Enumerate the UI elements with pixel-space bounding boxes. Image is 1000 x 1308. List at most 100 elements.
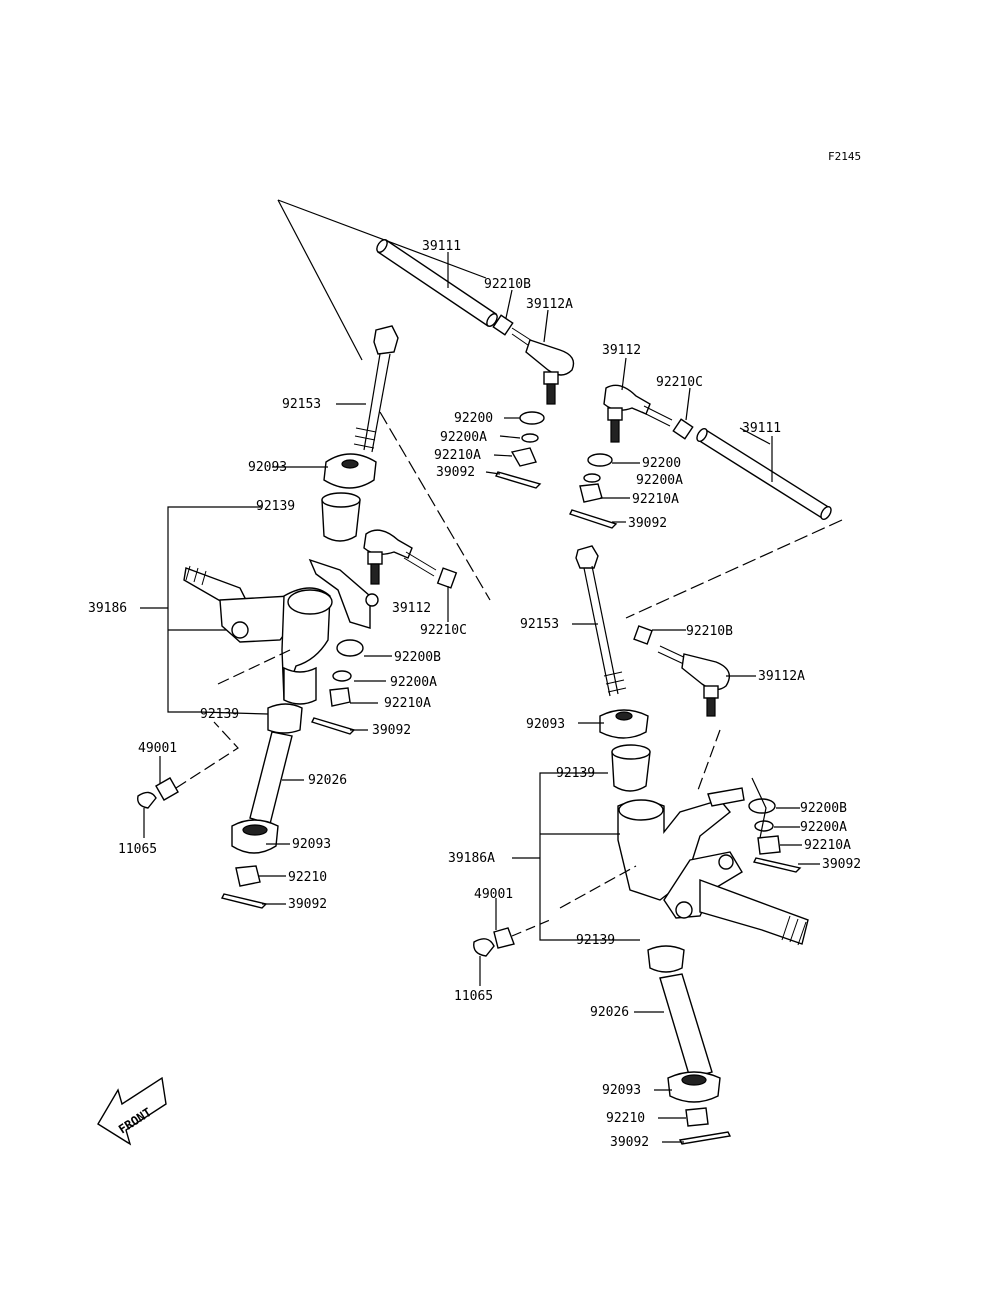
washer — [336, 639, 364, 657]
callout-label: 92200 — [454, 411, 493, 426]
cotter-pin — [752, 857, 802, 873]
callout-label: 92026 — [590, 1005, 629, 1020]
callout-label: 39111 — [422, 239, 461, 254]
callout-label: 92200A — [636, 473, 683, 488]
lock-nut — [672, 418, 694, 440]
washer — [519, 411, 545, 425]
grease-nipple — [493, 927, 515, 949]
king-pin — [249, 731, 293, 825]
castle-nut — [685, 1107, 709, 1127]
callout-label: 92093 — [526, 717, 565, 732]
callout-label: 92139 — [576, 933, 615, 948]
tie-rod-tube — [376, 239, 498, 327]
callout-label: 92210A — [804, 838, 851, 853]
callout-label: 92093 — [292, 837, 331, 852]
callout-label: 92210C — [656, 375, 703, 390]
tie-rod-end — [363, 529, 437, 585]
callout-label: 92093 — [248, 460, 287, 475]
tie-rod-tube — [696, 427, 832, 521]
lock-nut — [436, 567, 458, 589]
figure-code: F2145 — [828, 150, 861, 163]
cotter-pin — [220, 893, 268, 909]
washer — [754, 820, 774, 832]
bushing — [283, 666, 317, 705]
callout-label: 92210A — [384, 696, 431, 711]
washer — [521, 433, 539, 443]
lock-nut — [633, 625, 653, 645]
castle-nut — [510, 447, 537, 467]
tie-rod-assembly: 39111 92210B 39112A 39112 92210C 39111 9… — [277, 199, 843, 619]
washer — [587, 453, 613, 467]
callout-label: 92210A — [632, 492, 679, 507]
washer — [332, 670, 352, 682]
callout-label: 92200B — [394, 650, 441, 665]
callout-label: 92210 — [606, 1111, 645, 1126]
castle-nut — [579, 483, 603, 503]
callout-label: 39112 — [392, 601, 431, 616]
bushing — [647, 945, 685, 973]
callout-label: 92153 — [282, 397, 321, 412]
grease-nipple — [155, 777, 179, 801]
castle-nut — [235, 865, 261, 887]
callout-label: 39092 — [628, 516, 667, 531]
grease-cap — [137, 791, 157, 809]
right-knuckle-assembly: 92153 92210B 39112A 92093 92139 92200B 9… — [448, 545, 861, 1150]
callout-label: 92210 — [288, 870, 327, 885]
callout-label: 92093 — [602, 1083, 641, 1098]
callout-label: 49001 — [138, 741, 177, 756]
castle-nut — [329, 687, 351, 707]
front-arrow-icon: FRONT — [97, 1076, 167, 1146]
callout-label: 39112 — [602, 343, 641, 358]
king-pin-bolt — [353, 325, 399, 453]
guide-line — [379, 411, 491, 601]
bushing — [267, 703, 303, 734]
callout-label: 49001 — [474, 887, 513, 902]
king-pin-bolt — [575, 545, 627, 697]
guide-line — [277, 199, 487, 279]
callout-label: 92026 — [308, 773, 347, 788]
steering-knuckle — [183, 558, 379, 705]
callout-label: 92200A — [800, 820, 847, 835]
seal — [667, 1071, 721, 1103]
callout-label: 39092 — [372, 723, 411, 738]
callout-label: 39092 — [436, 465, 475, 480]
callout-label: 39112A — [758, 669, 805, 684]
callout-label: 92200 — [642, 456, 681, 471]
seal — [323, 453, 377, 489]
callout-label: 92139 — [256, 499, 295, 514]
callout-label: 39092 — [610, 1135, 649, 1150]
guide-line — [277, 199, 363, 361]
callout-label: 92210B — [484, 277, 531, 292]
callout-label: 92139 — [556, 766, 595, 781]
lock-nut — [492, 314, 514, 336]
cotter-pin — [569, 509, 618, 529]
callout-label: 39112A — [526, 297, 573, 312]
callout-label: 39111 — [742, 421, 781, 436]
washer — [583, 473, 601, 483]
callout-label: 39186 — [88, 601, 127, 616]
callout-label: 11065 — [454, 989, 493, 1004]
callout-label: 92139 — [200, 707, 239, 722]
left-knuckle-assembly: 92153 92093 92139 39186 39112 92210C 922… — [88, 325, 467, 912]
tie-rod-end — [603, 384, 673, 443]
callout-label: 92200A — [390, 675, 437, 690]
callout-label: 92200A — [440, 430, 487, 445]
tie-rod-end — [511, 327, 575, 405]
callout-label: 92210C — [420, 623, 467, 638]
seal — [599, 709, 649, 739]
callout-label: 11065 — [118, 842, 157, 857]
callout-label: 92153 — [520, 617, 559, 632]
tie-rod-end — [657, 645, 730, 717]
callout-label: 92210B — [686, 624, 733, 639]
callout-label: 39092 — [822, 857, 861, 872]
steering-knuckle — [617, 787, 809, 946]
washer — [748, 798, 776, 814]
castle-nut — [757, 835, 781, 855]
guide-line — [625, 519, 843, 619]
cotter-pin — [495, 471, 542, 489]
king-pin — [659, 973, 713, 1079]
cotter-pin — [678, 1131, 732, 1145]
callout-label: 39186A — [448, 851, 495, 866]
grease-cap — [473, 938, 495, 957]
